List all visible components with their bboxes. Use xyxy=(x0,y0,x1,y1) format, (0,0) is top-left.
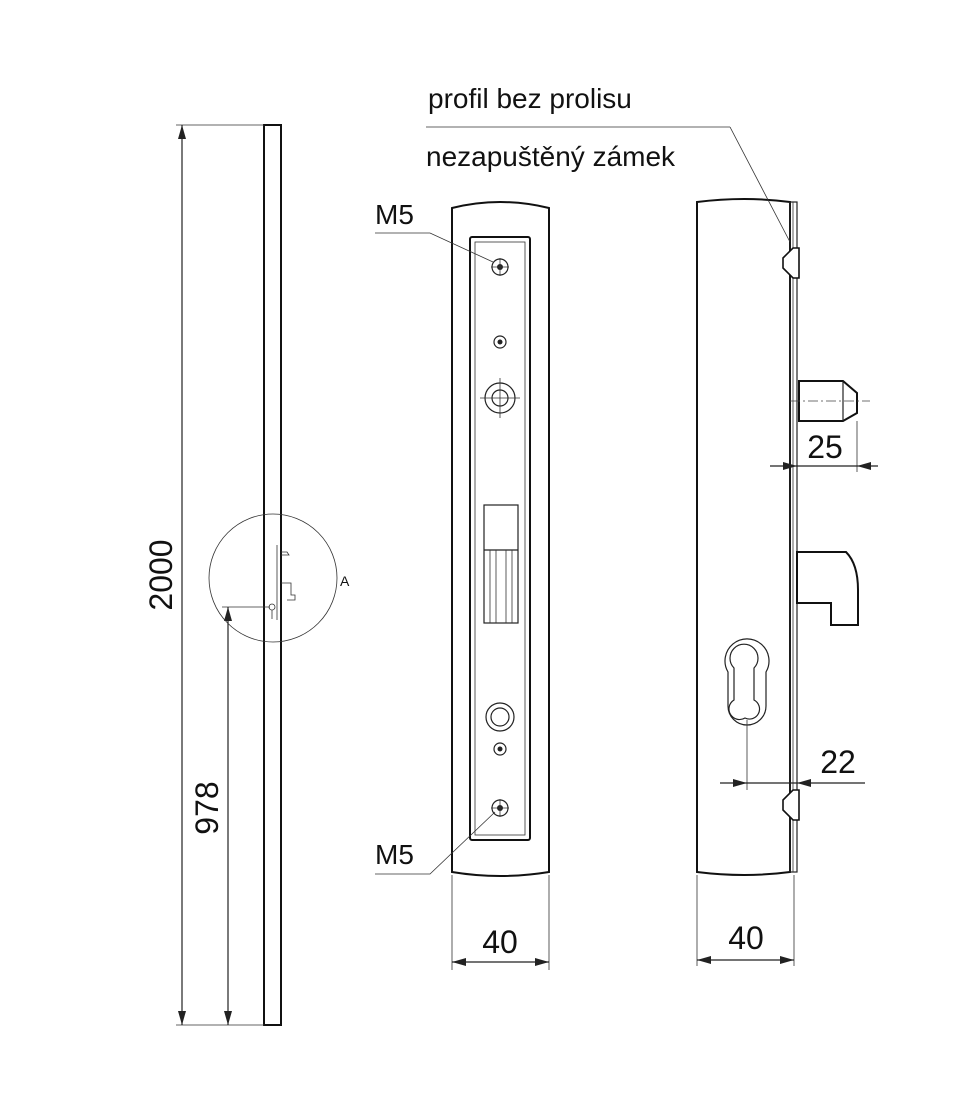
cylinder-outline xyxy=(724,638,770,726)
dimension-2000-label: 2000 xyxy=(143,539,179,610)
dimension-978-label: 978 xyxy=(189,781,225,834)
screw-small-2-icon xyxy=(493,742,507,756)
side-width-label: 40 xyxy=(728,920,764,956)
note-leader xyxy=(729,126,791,243)
side-profile-outline xyxy=(696,198,791,876)
arrow-bottom-icon xyxy=(178,1011,186,1025)
front-width-label: 40 xyxy=(482,924,518,960)
screw-bottom-icon xyxy=(491,799,509,817)
profile-note: profil bez prolisu xyxy=(428,83,632,114)
screw-label-bottom: M5 xyxy=(375,839,414,870)
arrow-978-top-icon xyxy=(224,607,232,621)
backset-label: 22 xyxy=(820,744,856,780)
lock-faceplate-inner xyxy=(474,241,526,836)
round-hole-icon xyxy=(485,702,515,732)
spindle-hole-icon xyxy=(480,378,520,418)
screw-top-icon xyxy=(491,258,509,276)
detail-mark-a: A xyxy=(340,573,350,589)
keyhole-outline xyxy=(728,643,761,721)
arrow-978-bottom-icon xyxy=(224,1011,232,1025)
bolt-window xyxy=(483,504,519,624)
side-view: 25 22 40 profil bez prolisu nezapuštěný … xyxy=(426,83,878,966)
top-bracket xyxy=(782,247,800,279)
lock-note: nezapuštěný zámek xyxy=(426,141,676,172)
detail-circle-a xyxy=(208,513,338,643)
screw-label-top: M5 xyxy=(375,199,414,230)
arrow-top-icon xyxy=(178,125,186,139)
full-profile-view: 2000 978 A xyxy=(143,124,350,1026)
profile-bar xyxy=(263,124,282,1026)
hook-bolt xyxy=(796,551,859,626)
leader-top xyxy=(375,232,494,263)
front-profile-outline xyxy=(451,201,550,877)
lock-faceplate xyxy=(469,236,531,841)
front-view: M5 M5 40 xyxy=(375,199,550,970)
detail-latch-icon xyxy=(281,551,290,556)
side-faceplate xyxy=(789,201,798,873)
leader-bottom xyxy=(375,811,496,875)
detail-hook-icon xyxy=(281,582,296,601)
bottom-bracket xyxy=(782,789,800,821)
bolt-projection-label: 25 xyxy=(807,429,843,465)
screw-small-1-icon xyxy=(493,335,507,349)
